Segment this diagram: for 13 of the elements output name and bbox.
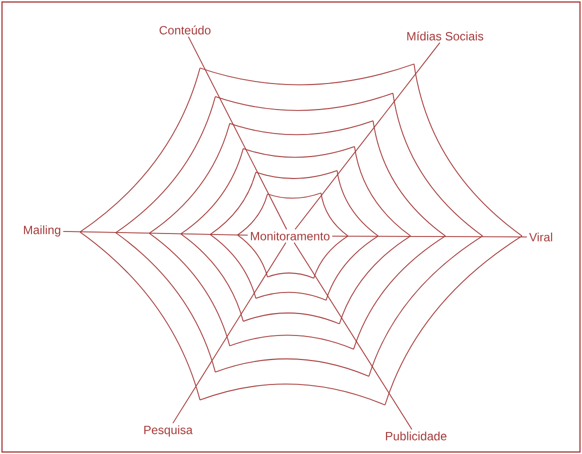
center-label: Monitoramento (248, 230, 332, 242)
spoke-line (188, 36, 288, 230)
spoke-label: Mídias Sociais (407, 32, 484, 40)
spoke-line (332, 236, 528, 238)
spoke-label: Viral (529, 232, 552, 242)
spoke-label: Pesquisa (144, 425, 193, 437)
spoke-label: Conteúdo (160, 26, 210, 34)
spoke-line (62, 230, 248, 236)
spoke-line (294, 242, 412, 430)
spoke-line (294, 42, 440, 230)
spoke-label: Mailing (24, 225, 60, 237)
spoke-label: Publicidade (386, 432, 446, 440)
spoke-line (172, 242, 286, 424)
